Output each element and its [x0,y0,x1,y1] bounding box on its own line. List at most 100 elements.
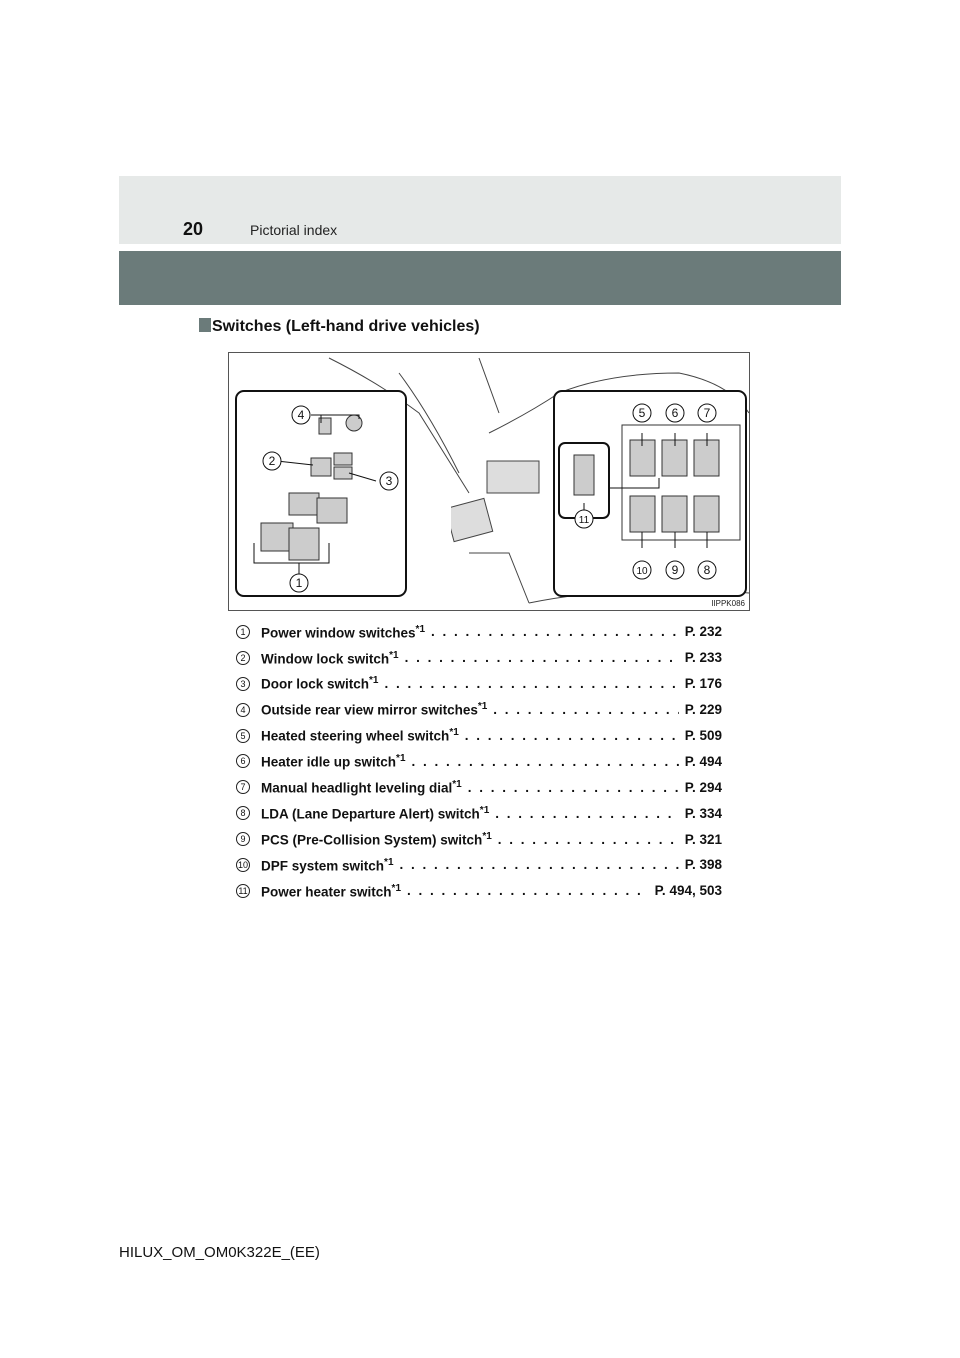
callout-6: 6 [672,406,679,420]
page-reference-link[interactable]: P. 494, 503 [654,883,722,899]
list-item: 7 Manual headlight leveling dial*1 P. 294 [236,774,722,800]
item-label: Heater idle up switch*1 [261,753,406,770]
list-item: 10 DPF system switch*1 P. 398 [236,852,722,878]
item-label-text: Manual headlight leveling dial [261,780,453,796]
callout-8: 8 [704,563,711,577]
section-heading: Switches (Left-hand drive vehicles) [212,318,480,335]
heading-square-icon [199,318,211,332]
page-reference-link[interactable]: P. 398 [684,857,722,873]
item-number: 2 [236,650,250,665]
list-item: 6 Heater idle up switch*1 P. 494 [236,748,722,774]
page-reference-link[interactable]: P. 233 [684,650,722,666]
item-label-text: Heater idle up switch [261,754,397,770]
item-label: Heated steering wheel switch*1 [261,727,459,744]
item-label: Power window switches*1 [261,624,425,641]
list-item: 5 Heated steering wheel switch*1 P. 509 [236,723,722,749]
callout-5: 5 [639,406,646,420]
page-reference-link[interactable]: P. 294 [684,779,722,795]
item-label-text: Power heater switch [261,884,392,900]
footnote-marker: *1 [449,727,459,739]
item-label-text: PCS (Pre-Collision System) switch [261,832,483,848]
leader-dots [493,702,678,717]
list-item: 9 PCS (Pre-Collision System) switch*1 P. 3… [236,826,722,852]
item-number: 7 [236,780,250,795]
header-band [119,176,841,244]
leader-dots [400,857,679,872]
callout-circles [262,403,717,593]
dark-band [119,251,841,305]
callout-9: 9 [672,563,679,577]
leader-dots [412,754,679,769]
callout-1: 1 [296,576,303,590]
item-label-text: LDA (Lane Departure Alert) switch [261,806,480,822]
list-item: 1 Power window switches*1 P. 232 [236,619,722,645]
footnote-marker: *1 [384,856,394,868]
item-number: 4 [236,702,250,717]
item-label: LDA (Lane Departure Alert) switch*1 [261,805,489,822]
footnote-marker: *1 [477,701,488,713]
item-label: Outside rear view mirror switches*1 [261,701,487,718]
footnote-marker: *1 [396,753,406,765]
footnote-marker: *1 [391,882,401,894]
callout-3: 3 [386,474,393,488]
footnote-marker: *1 [369,675,379,687]
leader-dots [495,806,678,821]
callout-11: 11 [579,515,590,526]
item-number: 9 [236,832,250,847]
page-reference-link[interactable]: P. 321 [684,831,722,847]
item-number: 3 [236,676,250,691]
footnote-marker: *1 [415,623,425,635]
leader-dots [498,832,679,847]
leader-dots [384,676,678,691]
page-reference-link[interactable]: P. 176 [684,676,722,692]
item-label: Power heater switch*1 [261,883,401,900]
item-number: 1 [236,624,250,639]
leader-dots [407,883,649,898]
item-number: 10 [236,857,250,872]
item-number: 8 [236,806,250,821]
page-reference-link[interactable]: P. 229 [684,702,722,718]
callout-4: 4 [298,408,305,422]
page-reference-link[interactable]: P. 509 [684,728,722,743]
item-number: 6 [236,754,250,769]
leader-dots [465,728,679,743]
footnote-marker: *1 [389,649,399,661]
page-reference-link[interactable]: P. 232 [684,624,722,640]
item-number: 11 [236,883,250,898]
switches-illustration: 1 2 3 4 5 6 7 8 9 10 11 IIPPK086 [228,352,750,611]
item-label: Door lock switch*1 [261,675,378,692]
item-label-text: Heated steering wheel switch [261,728,450,744]
callout-10: 10 [636,566,648,577]
leader-dots [468,780,679,795]
item-label-text: Outside rear view mirror switches [261,702,478,718]
item-label-text: DPF system switch [261,858,385,874]
list-item: 11 Power heater switch*1 P. 494, 503 [236,878,722,904]
list-item: 4 Outside rear view mirror switches*1 P. 2… [236,697,722,723]
list-item: 8 LDA (Lane Departure Alert) switch*1 P. 3… [236,800,722,826]
section-title: Pictorial index [250,222,338,238]
list-item: 3 Door lock switch*1 P. 176 [236,671,722,697]
item-label-text: Window lock switch [261,651,390,667]
item-label: DPF system switch*1 [261,857,394,874]
item-label: Window lock switch*1 [261,650,399,667]
item-number: 5 [236,728,250,743]
footnote-marker: *1 [482,830,492,842]
dashboard-drawing: 1 2 3 4 5 6 7 8 9 10 11 [235,357,750,604]
leader-dots [405,650,679,665]
page-reference-link[interactable]: P. 334 [684,805,722,821]
footnote-marker: *1 [479,804,490,816]
list-item: 2 Window lock switch*1 P. 233 [236,645,722,671]
figure-code: IIPPK086 [711,599,745,608]
item-label-text: Door lock switch [261,676,370,692]
item-label: PCS (Pre-Collision System) switch*1 [261,831,492,848]
item-label: Manual headlight leveling dial*1 [261,779,462,796]
page-reference-link[interactable]: P. 494 [684,753,722,769]
page-number: 20 [183,219,204,239]
callout-7: 7 [704,406,711,420]
callout-2: 2 [269,454,276,468]
footer-doc-id: HILUX_OM_OM0K322E_(EE) [119,1244,320,1261]
item-label-text: Power window switches [261,625,416,641]
leader-dots [431,624,679,639]
